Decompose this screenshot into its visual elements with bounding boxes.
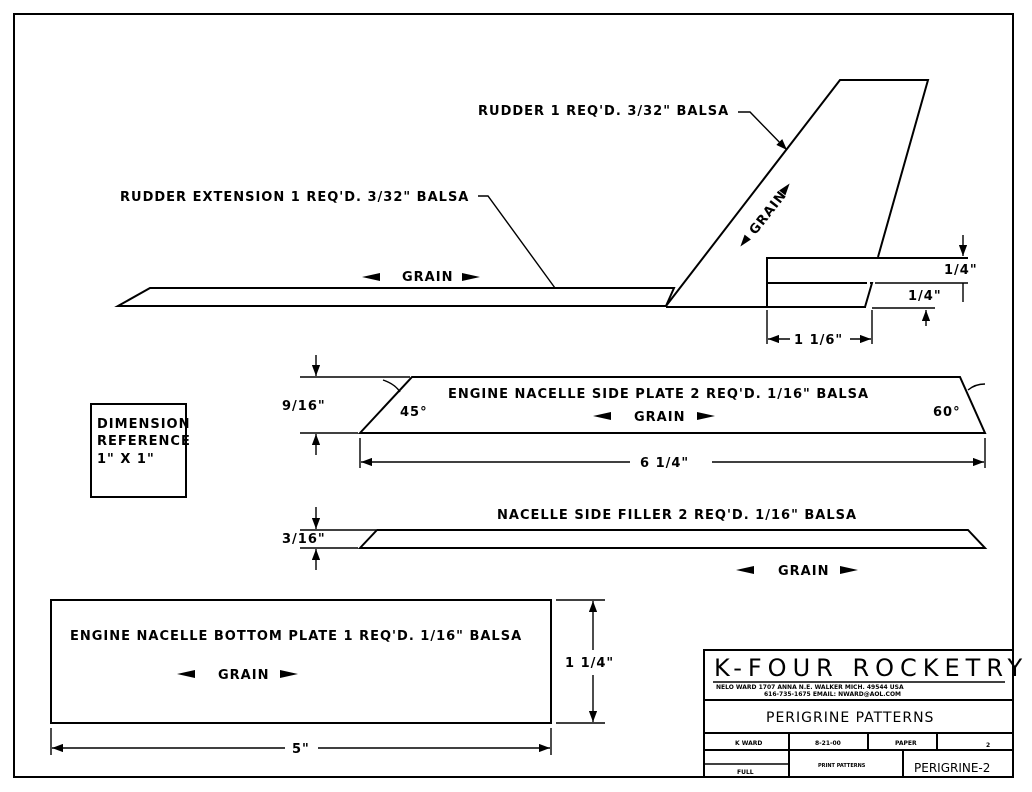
length-label: 5": [292, 742, 310, 757]
side-plate-label: ENGINE NACELLE SIDE PLATE 2 REQ'D. 1/16"…: [448, 387, 869, 402]
company-contact: 616-735-1675 EMAIL: NWARD@AOL.COM: [764, 691, 901, 698]
drawing-number: PERIGRINE-2: [914, 761, 990, 775]
dimref-line1: DIMENSION: [97, 417, 190, 432]
side-filler-label: NACELLE SIDE FILLER 2 REQ'D. 1/16" BALSA: [497, 508, 857, 523]
grain-label: GRAIN: [778, 564, 829, 579]
grain-arrow-right-icon: [462, 273, 480, 281]
drawing-border: [13, 13, 1014, 778]
description: PRINT PATTERNS: [818, 763, 866, 769]
drawing-title: PERIGRINE PATTERNS: [766, 710, 934, 726]
length-label: 6 1/4": [640, 456, 689, 471]
drawn-by: K WARD: [735, 740, 762, 747]
grain-arrow-right-icon: [840, 566, 858, 574]
angle-right-label: 60°: [933, 405, 961, 420]
grain-arrow-icon: [779, 183, 790, 196]
side-plate-part: ENGINE NACELLE SIDE PLATE 2 REQ'D. 1/16"…: [282, 355, 987, 471]
height-label: 3/16": [282, 532, 326, 547]
grain-arrow-right-icon: [697, 412, 715, 420]
dim-width-label: 1 1/6": [794, 333, 843, 348]
grain-arrow-left-icon: [593, 412, 611, 420]
dimension-reference-box: DIMENSION REFERENCE 1" X 1": [90, 403, 191, 498]
title-block: K-FOUR ROCKETRY NELO WARD 1707 ANNA N.E.…: [703, 649, 1028, 778]
angle-left-label: 45°: [400, 405, 428, 420]
bottom-plate-label: ENGINE NACELLE BOTTOM PLATE 1 REQ'D. 1/1…: [70, 629, 522, 644]
grain-arrow-left-icon: [736, 566, 754, 574]
side-filler-part: NACELLE SIDE FILLER 2 REQ'D. 1/16" BALSA…: [282, 507, 988, 579]
sheet-number: 2: [986, 742, 990, 749]
grain-label: GRAIN: [218, 668, 269, 683]
dim-lower-label: 1/4": [908, 289, 942, 304]
material: PAPER: [895, 740, 917, 747]
dimref-line2: REFERENCE: [97, 434, 191, 449]
rudder-label: RUDDER 1 REQ'D. 3/32" BALSA: [478, 104, 729, 119]
grain-arrow-right-icon: [280, 670, 298, 678]
dimref-line3: 1" X 1": [97, 452, 155, 467]
dim-upper-label: 1/4": [944, 263, 978, 278]
date: 8-21-00: [815, 740, 841, 747]
grain-label: GRAIN: [747, 188, 791, 238]
height-label: 9/16": [282, 399, 326, 414]
scale: FULL: [737, 769, 754, 776]
height-label: 1 1/4": [565, 656, 614, 671]
grain-label: GRAIN: [634, 410, 685, 425]
rudder-extension-label: RUDDER EXTENSION 1 REQ'D. 3/32" BALSA: [120, 190, 469, 205]
grain-arrow-left-icon: [362, 273, 380, 281]
rudder-part: RUDDER 1 REQ'D. 3/32" BALSA GRAIN 1/4" 1…: [478, 79, 978, 348]
grain-label: GRAIN: [402, 270, 453, 285]
bottom-plate-part: ENGINE NACELLE BOTTOM PLATE 1 REQ'D. 1/1…: [50, 599, 614, 757]
grain-arrow-left-icon: [177, 670, 195, 678]
company-name: K-FOUR ROCKETRY: [714, 654, 1028, 682]
grain-arrow-icon: [740, 234, 751, 247]
rudder-extension-part: RUDDER EXTENSION 1 REQ'D. 3/32" BALSA GR…: [114, 190, 676, 307]
company-address: NELO WARD 1707 ANNA N.E. WALKER MICH. 49…: [716, 684, 904, 691]
